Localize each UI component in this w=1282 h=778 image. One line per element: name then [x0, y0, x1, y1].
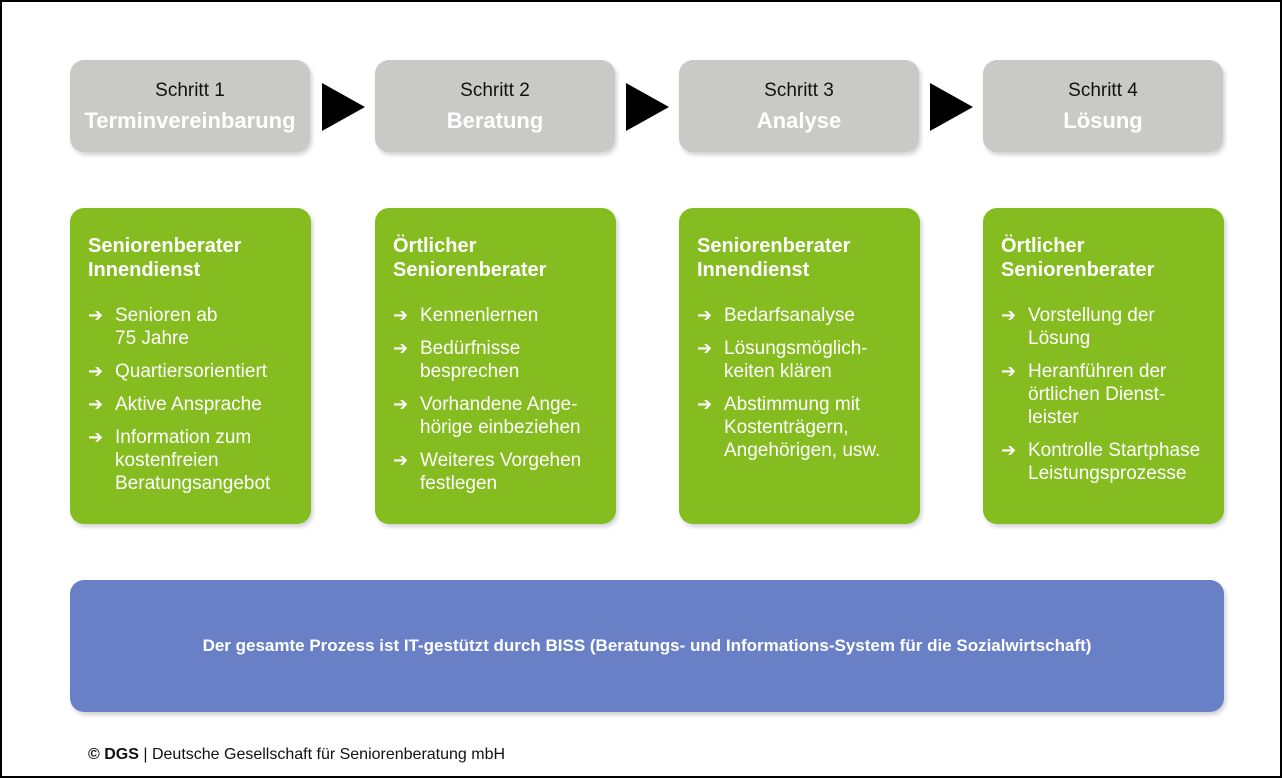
list-item: ➔Bedarfsanalyse [697, 305, 855, 326]
list-item: ➔Senioren ab 75 Jahre [88, 305, 218, 349]
arrow-bullet-icon: ➔ [88, 305, 104, 325]
footer: © DGS | Deutsche Gesellschaft für Senior… [88, 746, 505, 764]
banner-text: Der gesamte Prozess ist IT-gestützt durc… [202, 636, 1092, 655]
list-item: ➔Information zum kostenfreien Beratungsa… [88, 427, 271, 494]
card-list: ➔Vorstellung der Lösung ➔Heranführen der… [1001, 304, 1214, 485]
arrow-bullet-icon: ➔ [1001, 440, 1017, 460]
arrow-bullet-icon: ➔ [88, 427, 104, 447]
list-item: ➔Aktive Ansprache [88, 394, 262, 415]
step-box-2: Schritt 2 Beratung [375, 60, 615, 152]
list-item: ➔Abstimmung mit Kostenträgern, Angehörig… [697, 394, 881, 461]
arrow-bullet-icon: ➔ [697, 338, 713, 358]
arrow-bullet-icon: ➔ [393, 338, 409, 358]
card-title: Seniorenberater Innendienst [697, 235, 851, 281]
detail-card-2: Örtlicher Seniorenberater ➔Kennenlernen … [375, 208, 616, 524]
arrow-right-icon [626, 83, 669, 131]
arrow-bullet-icon: ➔ [393, 450, 409, 470]
step-box-3: Schritt 3 Analyse [679, 60, 919, 152]
card-list: ➔Senioren ab 75 Jahre ➔Quartiersorientie… [88, 304, 301, 495]
card-list: ➔Bedarfsanalyse ➔Lösungsmöglich- keiten … [697, 304, 910, 462]
arrow-right-icon [930, 83, 973, 131]
card-title: Örtlicher Seniorenberater [393, 235, 547, 281]
arrow-right-icon [322, 83, 365, 131]
arrow-bullet-icon: ➔ [88, 394, 104, 414]
step-name: Beratung [446, 108, 544, 133]
arrow-bullet-icon: ➔ [697, 305, 713, 325]
card-title: Seniorenberater Innendienst [88, 235, 242, 281]
list-item: ➔Kennenlernen [393, 305, 539, 326]
list-item: ➔Vorhandene Ange- hörige einbeziehen [393, 394, 581, 438]
list-item: ➔Quartiersorientiert [88, 361, 268, 382]
list-item: ➔Heranführen der örtlichen Dienst- leist… [1001, 361, 1167, 428]
copyright-label: © DGS [88, 746, 139, 763]
arrow-bullet-icon: ➔ [393, 394, 409, 414]
list-item: ➔Bedürfnisse besprechen [393, 338, 521, 382]
list-item: ➔Weiteres Vorgehen festlegen [393, 450, 582, 494]
company-name: Deutsche Gesellschaft für Seniorenberatu… [151, 746, 506, 763]
step-number: Schritt 2 [460, 80, 530, 101]
step-number: Schritt 4 [1068, 80, 1138, 101]
step-number: Schritt 1 [155, 80, 225, 101]
step-number: Schritt 3 [764, 80, 834, 101]
step-box-4: Schritt 4 Lösung [983, 60, 1223, 152]
list-item: ➔Lösungsmöglich- keiten klären [697, 338, 868, 382]
list-item: ➔Vorstellung der Lösung [1001, 305, 1155, 349]
step-box-1: Schritt 1 Terminvereinbarung [70, 60, 310, 152]
step-name: Terminvereinbarung [84, 108, 296, 133]
card-title: Örtlicher Seniorenberater [1001, 235, 1155, 281]
footer-separator: | [143, 746, 148, 763]
arrow-bullet-icon: ➔ [1001, 305, 1017, 325]
arrow-bullet-icon: ➔ [697, 394, 713, 414]
detail-card-1: Seniorenberater Innendienst ➔Senioren ab… [70, 208, 311, 524]
step-name: Lösung [1063, 108, 1143, 133]
arrow-bullet-icon: ➔ [1001, 361, 1017, 381]
arrow-bullet-icon: ➔ [393, 305, 409, 325]
list-item: ➔Kontrolle Startphase Leistungsprozesse [1001, 440, 1201, 484]
it-support-banner: Der gesamte Prozess ist IT-gestützt durc… [70, 580, 1224, 712]
detail-card-4: Örtlicher Seniorenberater ➔Vorstellung d… [983, 208, 1224, 524]
card-list: ➔Kennenlernen ➔Bedürfnisse besprechen ➔V… [393, 304, 606, 495]
detail-card-3: Seniorenberater Innendienst ➔Bedarfsanal… [679, 208, 920, 524]
arrow-bullet-icon: ➔ [88, 361, 104, 381]
step-name: Analyse [756, 108, 842, 133]
